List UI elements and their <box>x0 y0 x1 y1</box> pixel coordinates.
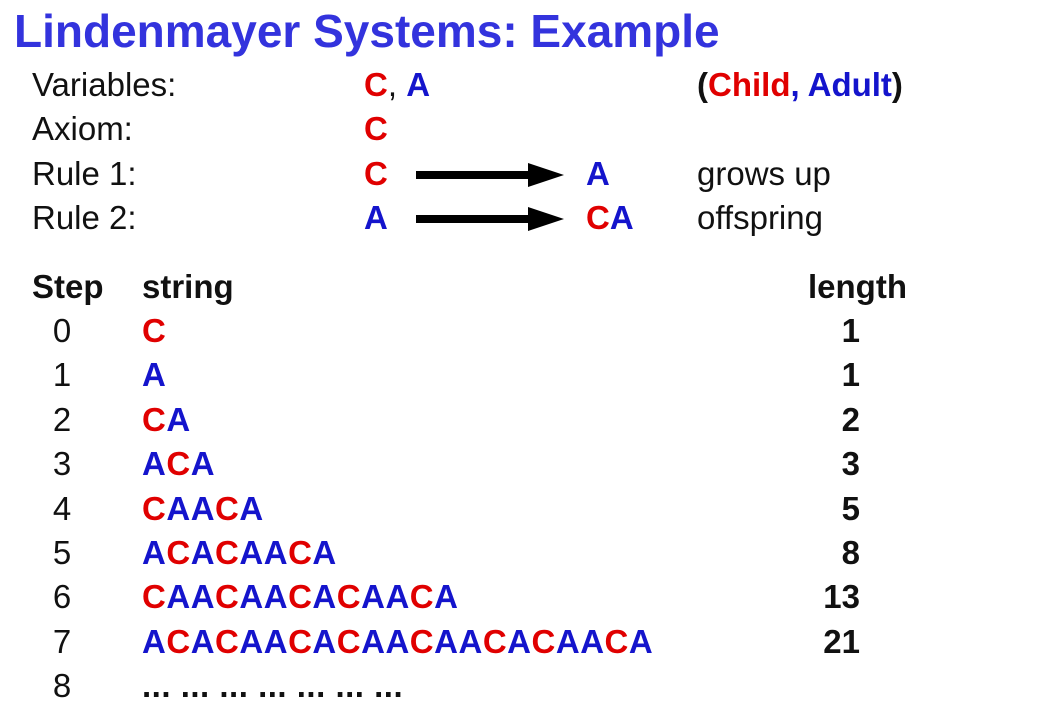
header-string: string <box>142 268 234 305</box>
rule2-to-string: CA <box>586 199 634 236</box>
axiom-value: C <box>364 110 388 147</box>
step-number: 0 <box>52 312 72 349</box>
rule1-to: A <box>586 155 610 192</box>
axiom-label: Axiom: <box>32 110 133 147</box>
step-number: 2 <box>52 401 72 438</box>
rule2-arrow-icon <box>416 207 564 231</box>
page-title: Lindenmayer Systems: Example <box>14 5 720 57</box>
variable-c: C <box>364 66 388 103</box>
legend-child: Child <box>708 66 791 103</box>
generated-string: CA <box>142 401 191 438</box>
string-length: 2 <box>841 401 860 438</box>
string-length: 3 <box>841 445 860 482</box>
header-length: length <box>808 268 907 305</box>
legend-separator: , <box>790 66 808 103</box>
string-length: 21 <box>823 623 860 660</box>
generated-string: CAACA <box>142 490 264 527</box>
step-number: 6 <box>52 578 72 615</box>
variables-label: Variables: <box>32 66 177 103</box>
step-number: 5 <box>52 534 72 571</box>
variables-legend: (Child, Adult) <box>697 65 903 105</box>
step-number: 8 <box>52 667 72 704</box>
string-length: 1 <box>841 312 860 349</box>
generated-string: ACACAACACAACAACACAACA <box>142 623 654 660</box>
step-number: 3 <box>52 445 72 482</box>
generated-string: CAACAACACAACA <box>142 578 459 615</box>
legend-adult: Adult <box>807 66 892 103</box>
step-number: 7 <box>52 623 72 660</box>
legend-open-paren: ( <box>697 66 708 103</box>
step-number: 4 <box>52 490 72 527</box>
variable-a: A <box>406 66 431 103</box>
variables-value: C, A <box>364 65 430 105</box>
generated-string: ACACAACA <box>142 534 337 571</box>
string-length: 1 <box>841 356 860 393</box>
rule2-note: offspring <box>697 199 823 236</box>
variables-separator: , <box>387 66 407 103</box>
rule2-label: Rule 2: <box>32 199 137 236</box>
rule1-from: C <box>364 155 388 192</box>
rule2-to: CA <box>586 198 634 238</box>
string-length: 8 <box>841 534 860 571</box>
legend-close-paren: ) <box>891 66 903 103</box>
generated-string: A <box>142 356 167 393</box>
rule1-arrow-icon <box>416 163 564 187</box>
string-length: 5 <box>841 490 860 527</box>
step-number: 1 <box>52 356 72 393</box>
generated-string: ACA <box>142 445 216 482</box>
generated-string: C <box>142 312 167 349</box>
generated-string: ... ... ... ... ... ... ... <box>142 667 404 704</box>
header-step: Step <box>32 268 104 305</box>
rule1-note: grows up <box>697 155 831 192</box>
rule2-from: A <box>364 199 388 236</box>
rule1-label: Rule 1: <box>32 155 137 192</box>
string-length: 13 <box>823 578 860 615</box>
